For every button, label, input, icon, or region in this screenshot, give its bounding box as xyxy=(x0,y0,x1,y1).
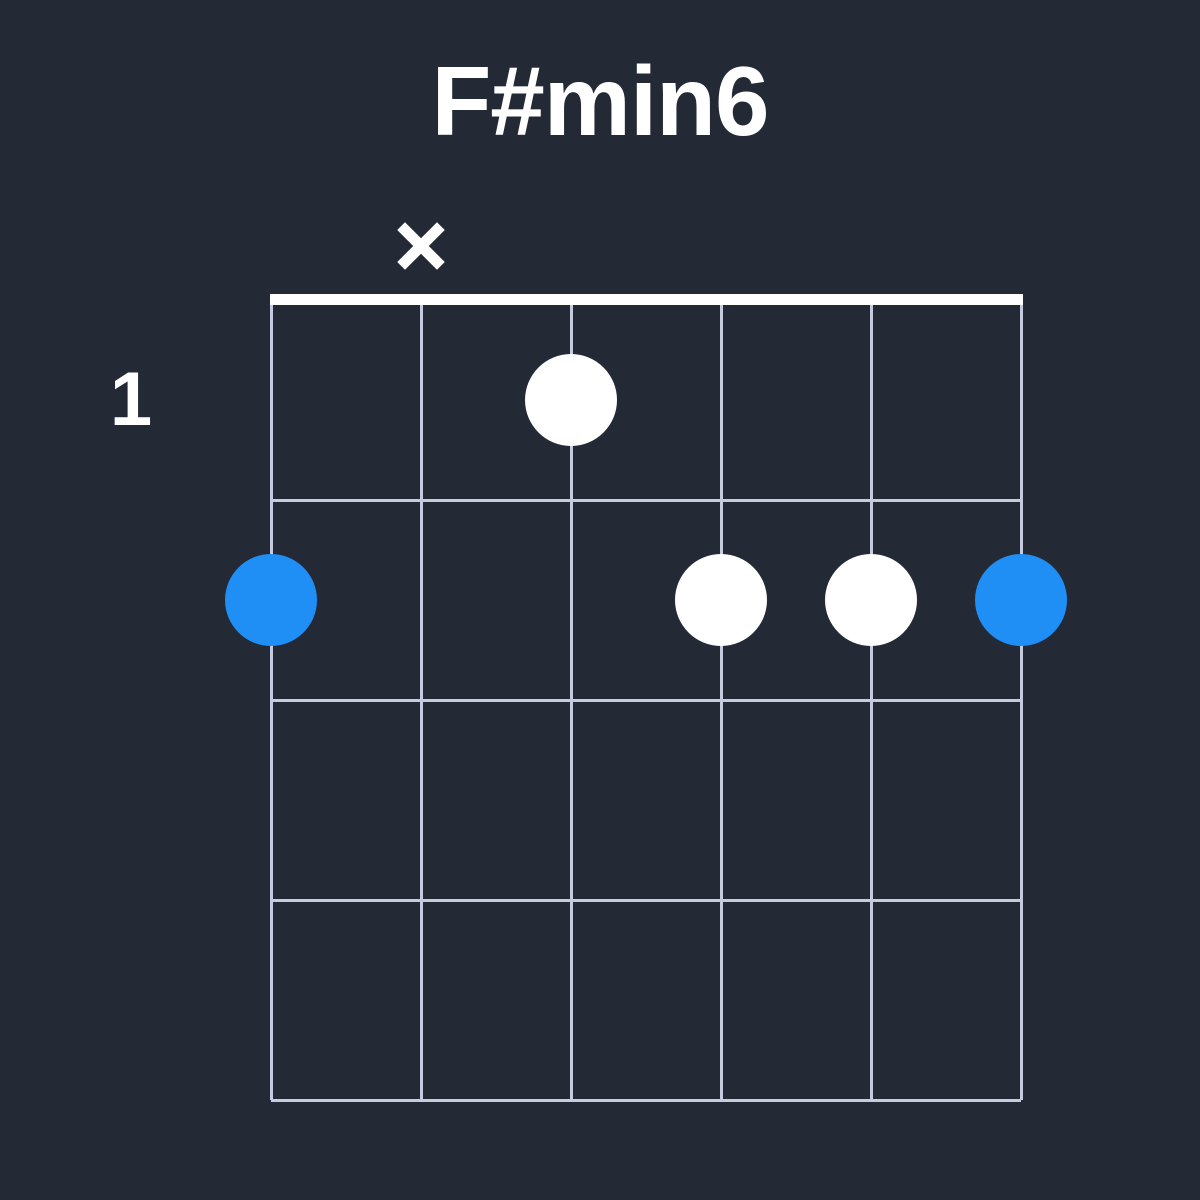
base-fret-number: 1 xyxy=(109,357,153,442)
finger-dot-string3-fret1 xyxy=(525,354,617,446)
muted-string-x-icon-2 xyxy=(396,221,446,271)
finger-dot-string5-fret2 xyxy=(825,554,917,646)
fret-line-4 xyxy=(271,1098,1021,1102)
fret-line-2 xyxy=(271,698,1021,702)
chord-name-title: F#min6 xyxy=(431,46,769,156)
string-line-6 xyxy=(1019,300,1023,1100)
finger-dot-string1-fret2 xyxy=(225,554,317,646)
finger-dot-string6-fret2 xyxy=(975,554,1067,646)
finger-dot-string4-fret2 xyxy=(675,554,767,646)
nut-bar xyxy=(269,294,1023,305)
fret-line-3 xyxy=(271,898,1021,902)
fret-line-1 xyxy=(271,498,1021,502)
